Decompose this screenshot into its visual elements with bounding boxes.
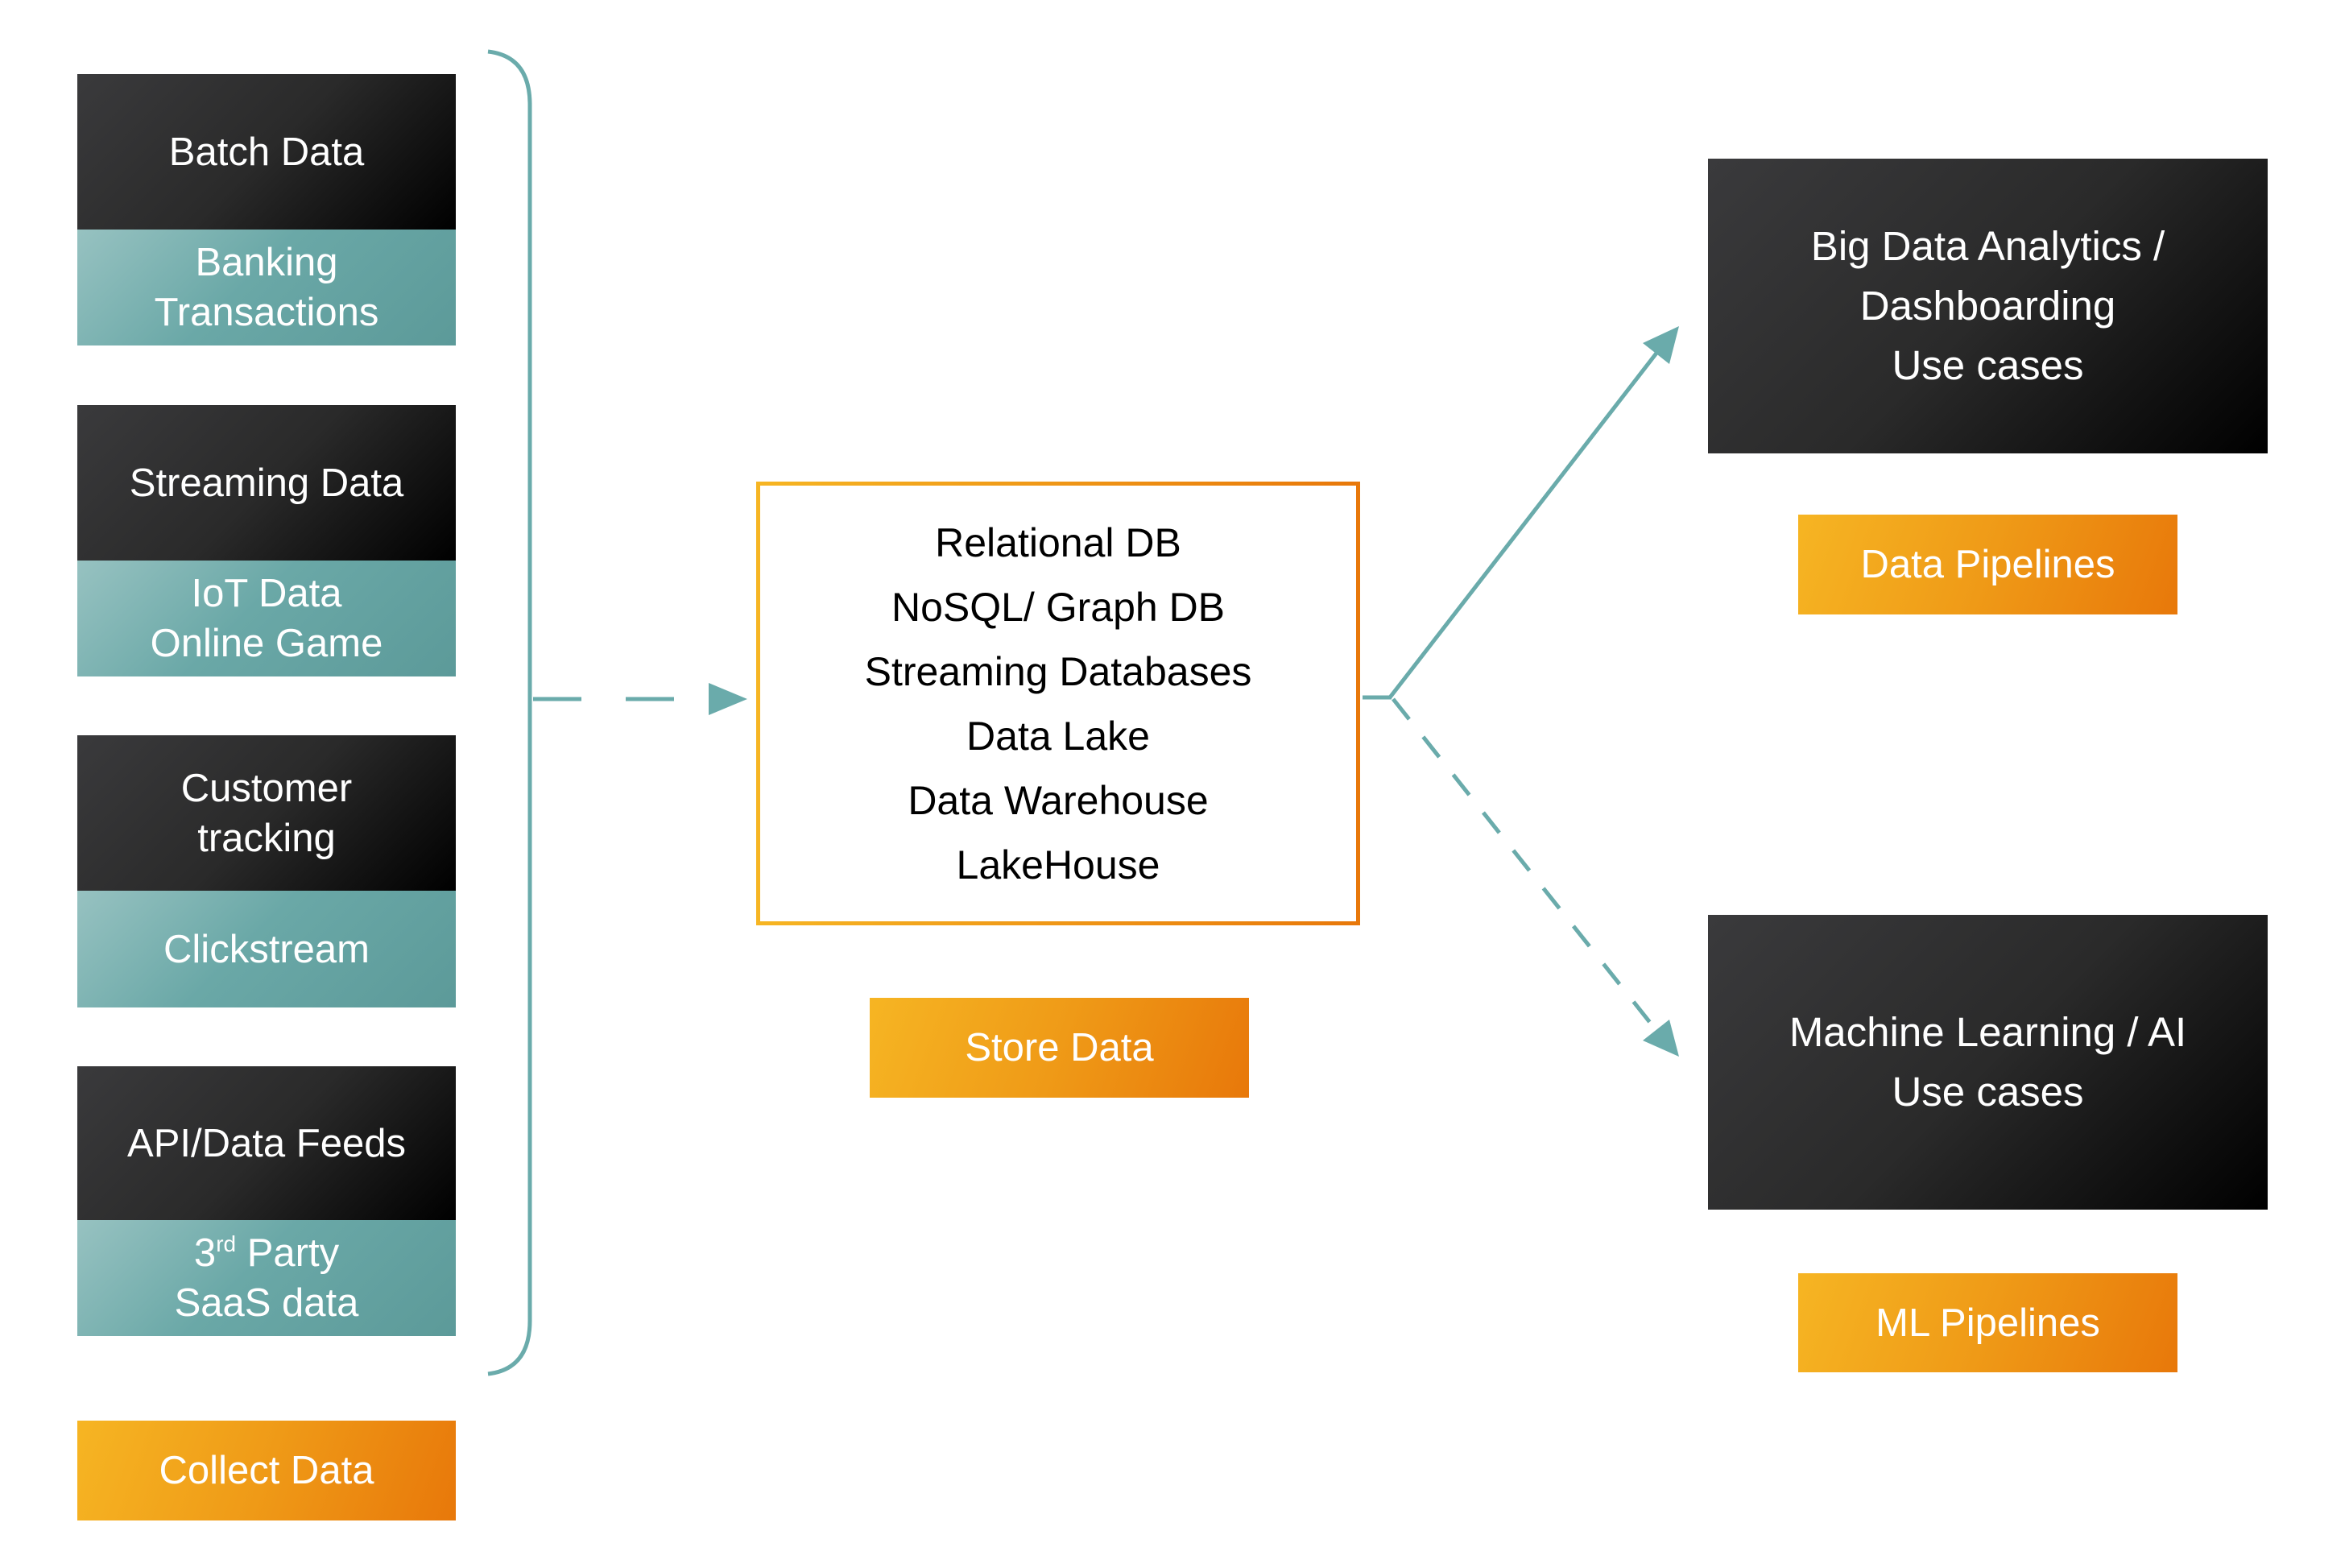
- collect-data-label: Collect Data: [77, 1421, 456, 1520]
- analytics-use-cases: Big Data Analytics / Dashboarding Use ca…: [1708, 159, 2268, 453]
- use-case-line: Dashboarding: [1859, 283, 2116, 329]
- source-batch-data: Batch Data: [77, 74, 456, 230]
- source-title: Batch Data: [168, 130, 365, 174]
- source-customer-examples: Clickstream: [77, 891, 456, 1007]
- source-streaming-data: Streaming Data: [77, 405, 456, 561]
- store-to-ml-arrow: [1392, 697, 1662, 1037]
- example-line: SaaS data: [174, 1281, 359, 1325]
- storage-item: Data Lake: [966, 713, 1150, 759]
- ordinal-suffix: rd: [216, 1231, 237, 1256]
- storage-item: LakeHouse: [956, 842, 1160, 887]
- collect-to-store-arrowhead: [709, 683, 747, 715]
- example-line: Clickstream: [163, 927, 370, 971]
- storage-item: NoSQL/ Graph DB: [891, 584, 1226, 630]
- source-title: Streaming Data: [129, 461, 404, 505]
- source-api-examples: 3rd Party SaaS data: [77, 1220, 456, 1336]
- storage-item: Relational DB: [935, 519, 1181, 565]
- storage-box: Relational DB NoSQL/ Graph DB Streaming …: [756, 482, 1360, 925]
- collect-data-text: Collect Data: [159, 1449, 374, 1492]
- store-to-analytics-arrowhead: [1643, 326, 1679, 364]
- example-line: Transactions: [154, 291, 379, 334]
- source-title-line: tracking: [197, 816, 336, 860]
- ordinal-number: 3: [193, 1231, 217, 1275]
- store-data-text: Store Data: [965, 1026, 1154, 1069]
- ordinal-rest: Party: [236, 1231, 340, 1275]
- ml-pipelines-text: ML Pipelines: [1875, 1301, 2100, 1345]
- store-to-analytics-arrow: [1388, 346, 1662, 699]
- store-to-ml-arrowhead: [1643, 1020, 1679, 1057]
- use-case-line: Use cases: [1892, 1069, 2084, 1115]
- source-streaming-examples: IoT Data Online Game: [77, 561, 456, 676]
- store-data-label: Store Data: [870, 998, 1249, 1098]
- storage-item: Data Warehouse: [908, 777, 1209, 823]
- ml-use-cases: Machine Learning / AI Use cases: [1708, 915, 2268, 1210]
- example-line: 3rd Party: [194, 1228, 339, 1278]
- use-case-line: Big Data Analytics /: [1810, 223, 2165, 269]
- use-case-line: Use cases: [1892, 342, 2084, 388]
- source-bracket: [487, 49, 532, 1376]
- source-title: API/Data Feeds: [127, 1121, 406, 1165]
- storage-item: Streaming Databases: [864, 648, 1252, 694]
- data-pipelines-text: Data Pipelines: [1860, 543, 2115, 586]
- ml-pipelines-label: ML Pipelines: [1798, 1273, 2177, 1372]
- data-pipelines-label: Data Pipelines: [1798, 515, 2177, 614]
- source-api-data-feeds: API/Data Feeds: [77, 1066, 456, 1220]
- example-line: Online Game: [150, 622, 383, 665]
- source-batch-examples: Banking Transactions: [77, 230, 456, 345]
- example-line: Banking: [195, 241, 338, 284]
- example-line: IoT Data: [191, 572, 342, 615]
- use-case-line: Machine Learning / AI: [1789, 1009, 2187, 1055]
- source-title-line: Customer: [180, 766, 353, 810]
- source-customer-tracking: Customer tracking: [77, 735, 456, 891]
